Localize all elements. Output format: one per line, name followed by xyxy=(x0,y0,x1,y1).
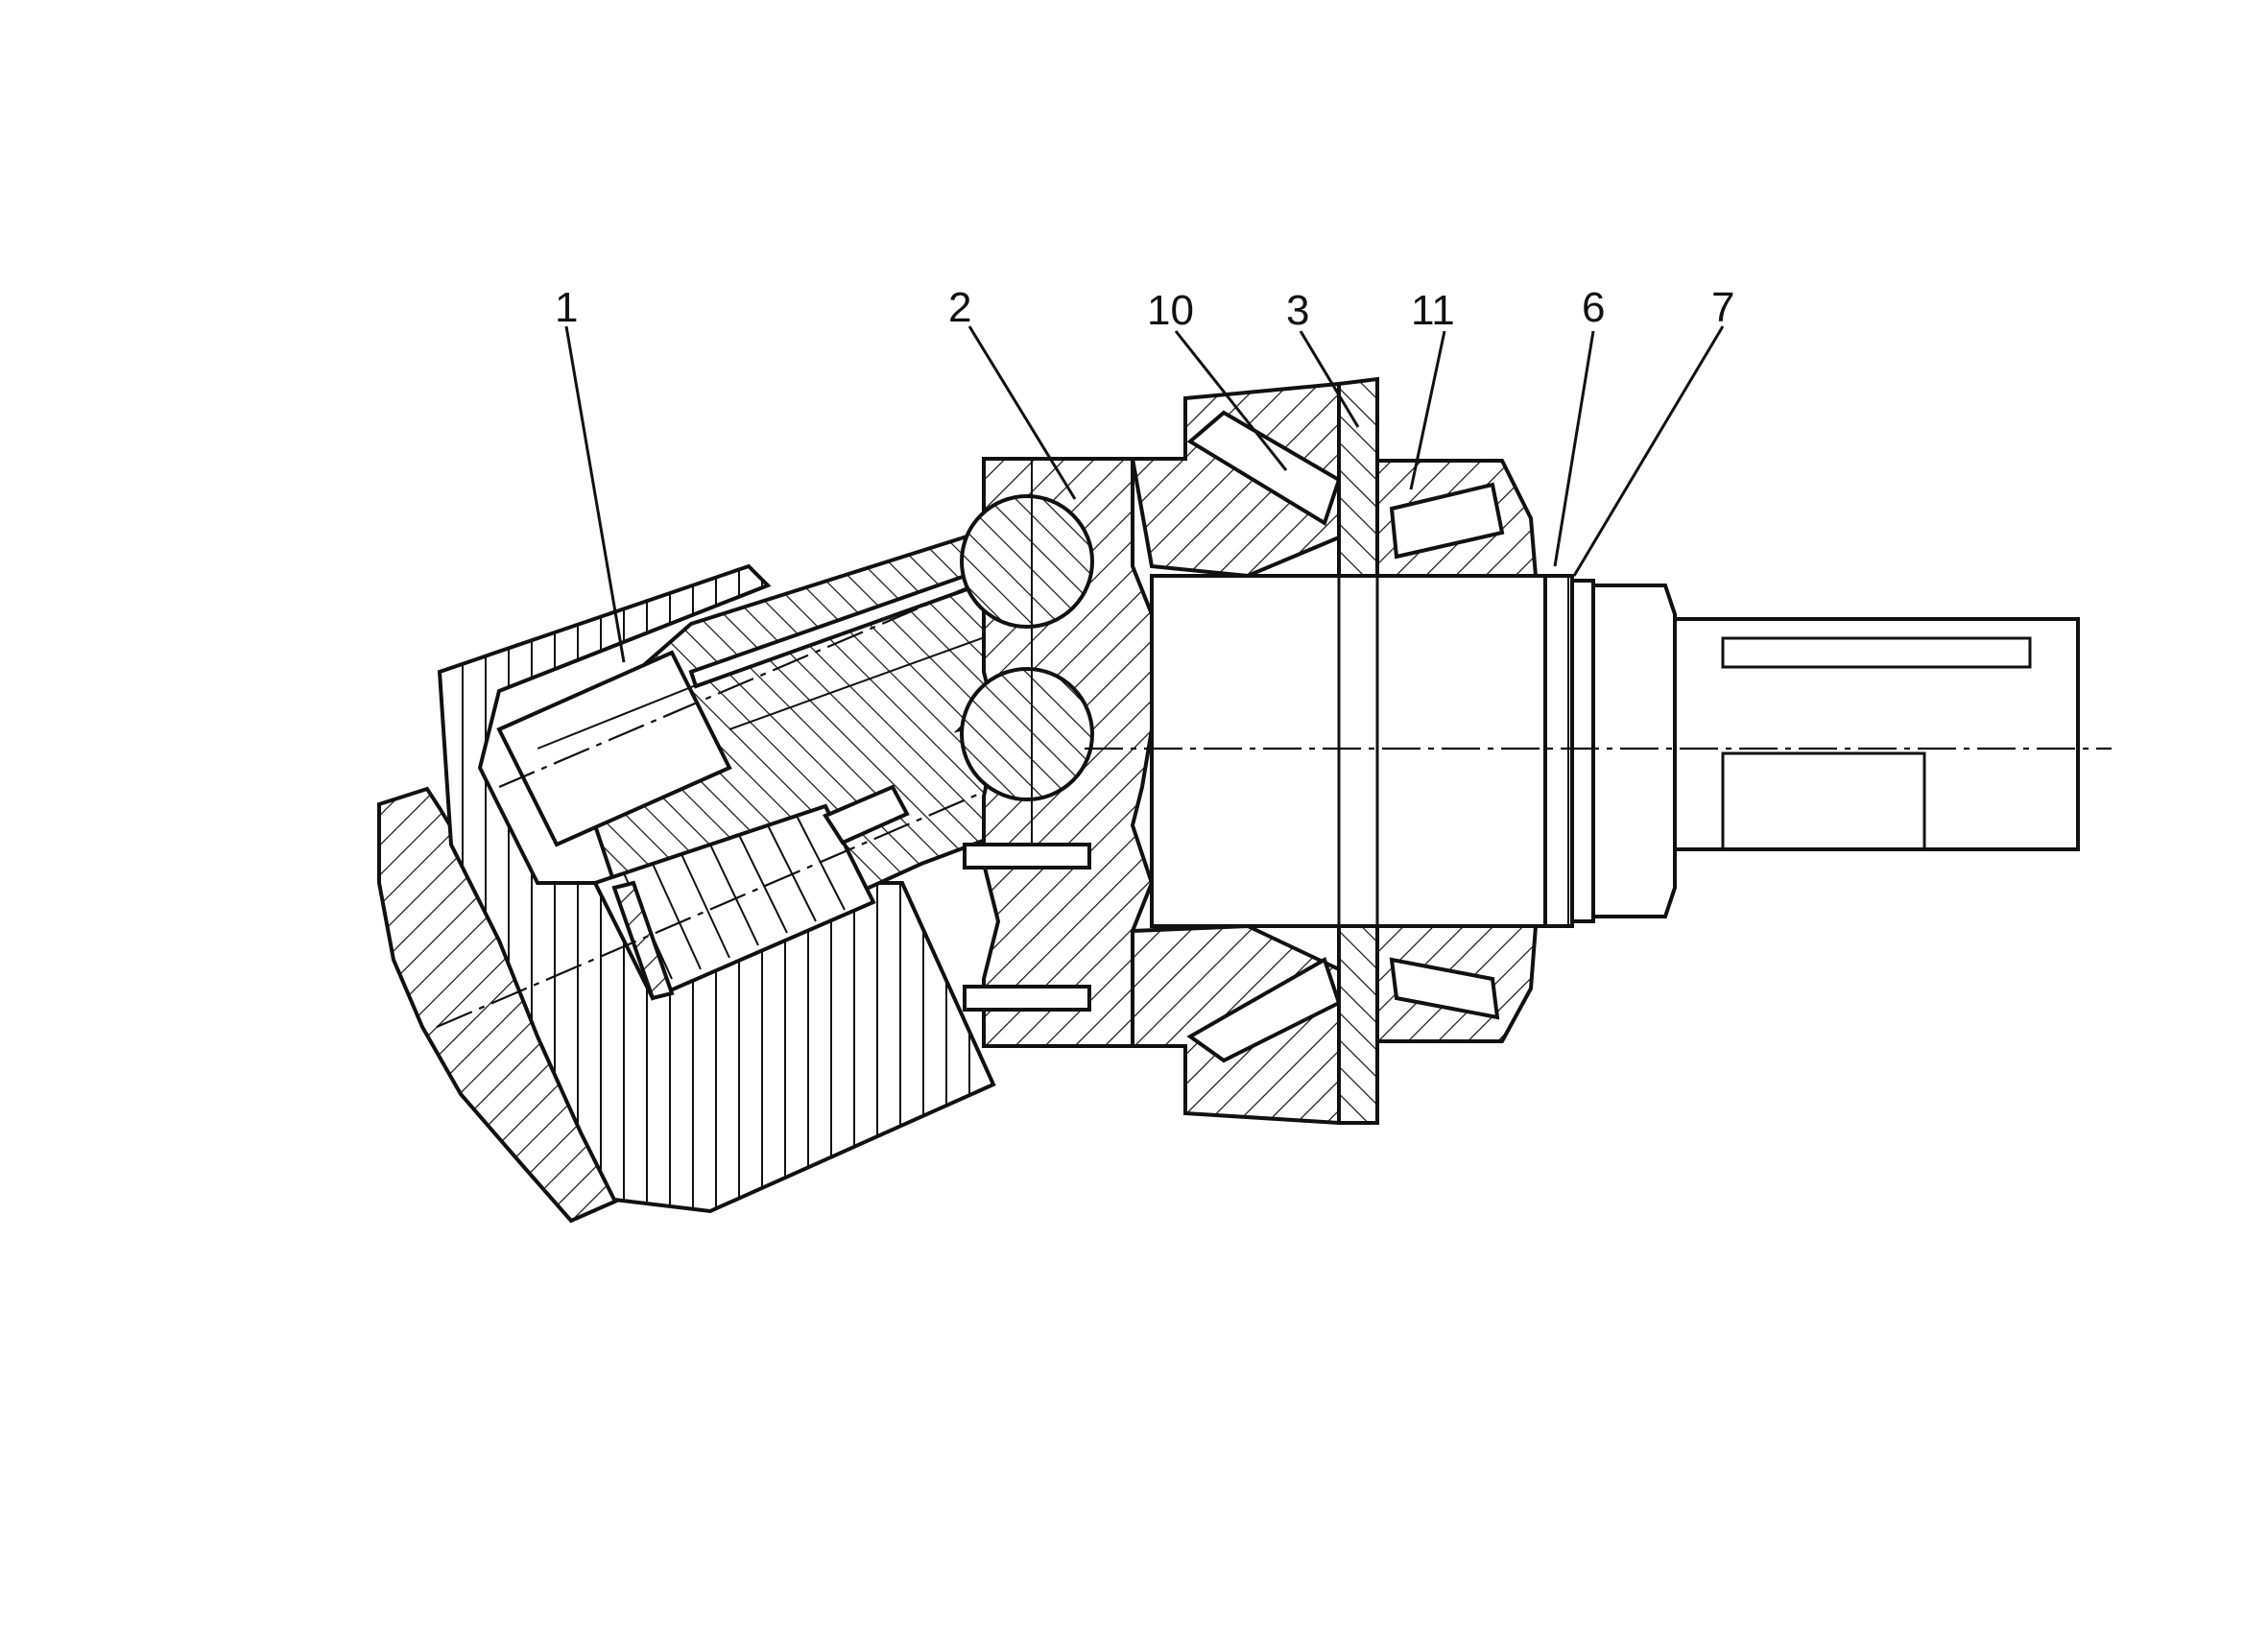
piston-bore xyxy=(496,650,732,847)
leader-10 xyxy=(1174,330,1288,471)
callout-10: 10 xyxy=(1147,287,1194,334)
callout-7: 7 xyxy=(1711,284,1734,331)
key-slot-lower xyxy=(1721,751,1926,851)
leader-3 xyxy=(1299,330,1360,428)
main-shaft xyxy=(1150,574,1547,928)
leader-2 xyxy=(967,325,1077,500)
callout-6: 6 xyxy=(1582,284,1605,331)
seal-ring-6 xyxy=(1543,574,1574,928)
drive-flange-assembly xyxy=(960,457,1174,1048)
keyway xyxy=(1721,636,2032,669)
ball-joint-lower xyxy=(960,667,1094,801)
leader-7 xyxy=(1572,325,1725,577)
leader-1 xyxy=(564,325,626,663)
ball-joint-upper xyxy=(960,494,1094,629)
output-shaft xyxy=(1673,617,2080,851)
leader-6 xyxy=(1553,330,1595,567)
bolt-upper xyxy=(963,843,1091,870)
shaft-collar xyxy=(1591,584,1677,918)
tapered-bearing-11-upper xyxy=(1389,482,1505,560)
callout-11: 11 xyxy=(1411,287,1455,334)
seal-ring-7 xyxy=(1570,579,1595,923)
tapered-bearing-11-lower xyxy=(1389,957,1500,1020)
callout-2: 2 xyxy=(948,284,971,331)
shaft-bearing-assembly xyxy=(1085,376,2112,1126)
callout-leaders xyxy=(564,325,1725,663)
callout-labels: 1 2 10 3 11 6 7 xyxy=(555,284,1734,334)
spring-pack xyxy=(592,803,876,1001)
bolt-lower xyxy=(963,985,1091,1012)
leader-11 xyxy=(1409,330,1446,490)
cylinder-block-assembly xyxy=(377,515,1097,1224)
callout-3: 3 xyxy=(1286,287,1309,334)
callout-1: 1 xyxy=(555,284,578,331)
